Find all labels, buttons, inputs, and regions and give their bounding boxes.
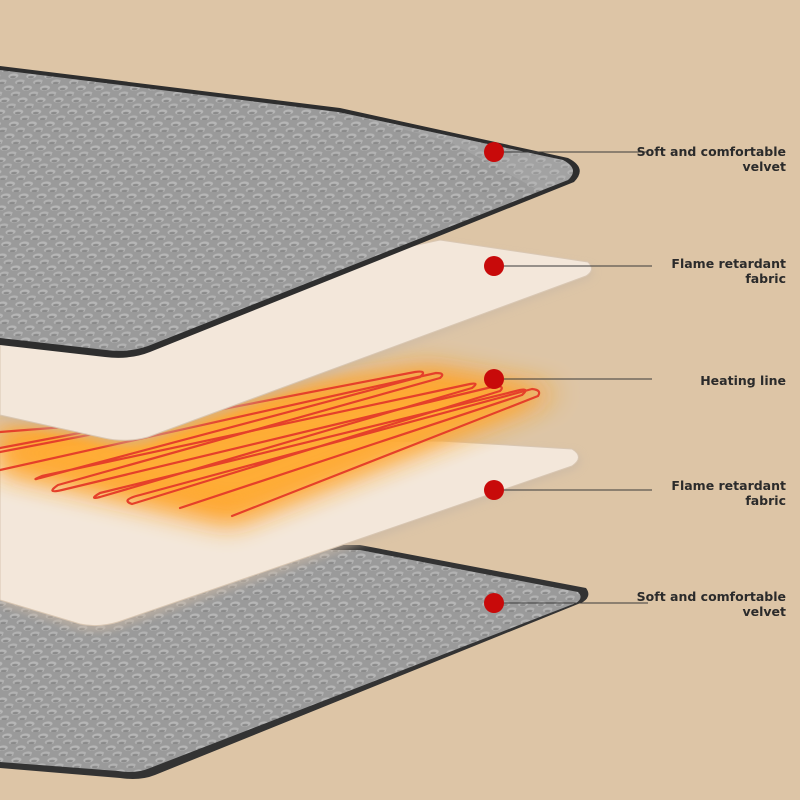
label-upper-fabric-line2: fabric xyxy=(745,271,786,286)
label-bottom-velvet: Soft and comfortable velvet xyxy=(616,589,786,619)
label-top-velvet: Soft and comfortable velvet xyxy=(616,144,786,174)
marker-dot-bottom-velvet xyxy=(484,593,504,613)
label-bottom-velvet-line1: Soft and comfortable xyxy=(636,589,786,604)
label-upper-fabric: Flame retardant fabric xyxy=(616,256,786,286)
marker-dot-upper-fabric xyxy=(484,256,504,276)
label-lower-fabric-line1: Flame retardant xyxy=(671,478,786,493)
marker-dot-heating-line xyxy=(484,369,504,389)
label-heating-line: Heating line xyxy=(616,373,786,388)
top-velvet-layer xyxy=(0,66,580,358)
label-lower-fabric-line2: fabric xyxy=(745,493,786,508)
label-top-velvet-line2: velvet xyxy=(742,159,786,174)
label-heating-line-line1: Heating line xyxy=(700,373,786,388)
marker-dot-lower-fabric xyxy=(484,480,504,500)
leader-lines xyxy=(484,142,652,613)
label-upper-fabric-line1: Flame retardant xyxy=(671,256,786,271)
label-bottom-velvet-line2: velvet xyxy=(742,604,786,619)
upper-fabric-layer xyxy=(0,239,594,446)
marker-dot-top-velvet xyxy=(484,142,504,162)
label-top-velvet-line1: Soft and comfortable xyxy=(636,144,786,159)
label-lower-fabric: Flame retardant fabric xyxy=(616,478,786,508)
